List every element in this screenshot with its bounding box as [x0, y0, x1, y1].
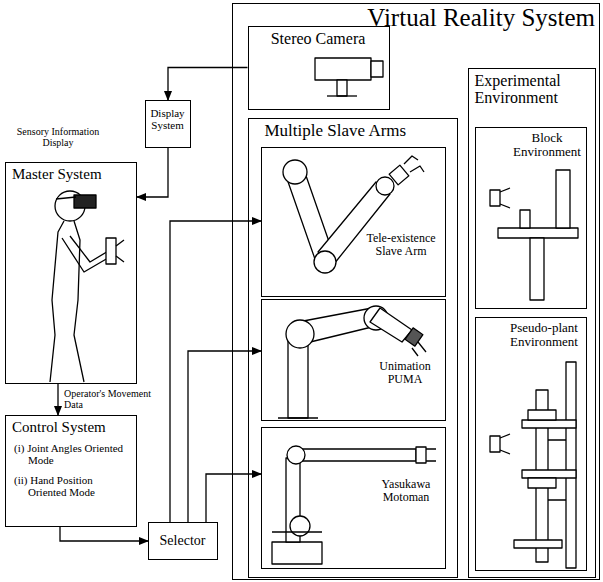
component-title: (i) Joint Angles Oriented Mode	[14, 442, 132, 466]
signal-label: Sensory Information Display	[14, 126, 102, 148]
component-title: (ii) Hand Position Oriented Mode	[14, 474, 132, 498]
region-title: Virtual Reality System	[351, 4, 595, 32]
arm-label: Unimation PUMA	[366, 360, 444, 386]
environment-box: Pseudo-plant Environment	[475, 317, 587, 571]
text-holder: Tele-existence Slave Arm	[358, 232, 444, 258]
text-holder: (ii) Hand Position Oriented Mode	[14, 474, 132, 498]
text-holder: Master System	[12, 166, 132, 183]
camera-figure	[315, 58, 383, 96]
environment-group: Experimental EnvironmentBlock Environmen…	[468, 68, 596, 578]
arm-box: Unimation PUMA	[261, 299, 446, 421]
environment-box: Block Environment	[475, 127, 587, 309]
component-label: Selector	[149, 533, 216, 548]
text-holder: Multiple Slave Arms	[265, 122, 450, 141]
component-title: Control System	[12, 419, 132, 436]
group-title: Experimental Environment	[475, 72, 589, 107]
text-holder: Display System	[146, 107, 189, 131]
signal-arrow	[168, 68, 248, 101]
text-holder: Yasukawa Motoman	[368, 478, 444, 504]
motoman-arm-figure	[272, 446, 436, 564]
label-holder: Operator's Movement Data	[64, 388, 156, 410]
arm-label: Tele-existence Slave Arm	[358, 232, 444, 258]
text-holder: Block Environment	[508, 131, 586, 160]
component-label: Stereo Camera	[249, 30, 388, 48]
text-holder: Experimental Environment	[475, 72, 589, 107]
label-holder: Sensory Information Display	[14, 126, 102, 148]
component-label: Display System	[146, 107, 189, 131]
arm-label: Yasukawa Motoman	[368, 478, 444, 504]
arm-box: Yasukawa Motoman	[261, 427, 446, 569]
control-box: Control System (i) Joint Angles Oriented …	[5, 415, 137, 527]
arms-group: Multiple Slave ArmsTele-existence Slave …	[248, 118, 458, 578]
signal-arrow	[57, 384, 58, 415]
text-holder: (i) Joint Angles Oriented Mode	[14, 442, 132, 466]
group-title: Multiple Slave Arms	[265, 122, 450, 141]
arm-box: Tele-existence Slave Arm	[261, 147, 446, 297]
selector-box: Selector	[148, 522, 218, 560]
text-holder: Virtual Reality System	[351, 4, 595, 32]
environment-label: Pseudo-plant Environment	[502, 321, 586, 350]
master-box: Master System	[5, 162, 137, 384]
pseudo-plant-figure	[490, 362, 576, 568]
operator-figure	[50, 191, 124, 382]
text-holder: Stereo Camera	[249, 30, 388, 48]
signal-arrow	[206, 474, 261, 522]
camera-box: Stereo Camera	[248, 26, 390, 110]
signal-label: Operator's Movement Data	[64, 388, 156, 410]
text-holder: Pseudo-plant Environment	[502, 321, 586, 350]
signal-arrow	[188, 351, 261, 522]
text-holder: Control System	[12, 419, 132, 436]
text-holder: Selector	[149, 533, 216, 548]
system-region: Virtual Reality SystemStereo CameraMulti…	[232, 3, 600, 580]
component-title: Master System	[12, 166, 132, 183]
signal-arrow	[137, 148, 168, 197]
signal-arrow	[60, 527, 148, 541]
block-environment-figure	[490, 170, 578, 300]
environment-label: Block Environment	[508, 131, 586, 160]
text-holder: Unimation PUMA	[366, 360, 444, 386]
display-box: Display System	[145, 100, 191, 148]
